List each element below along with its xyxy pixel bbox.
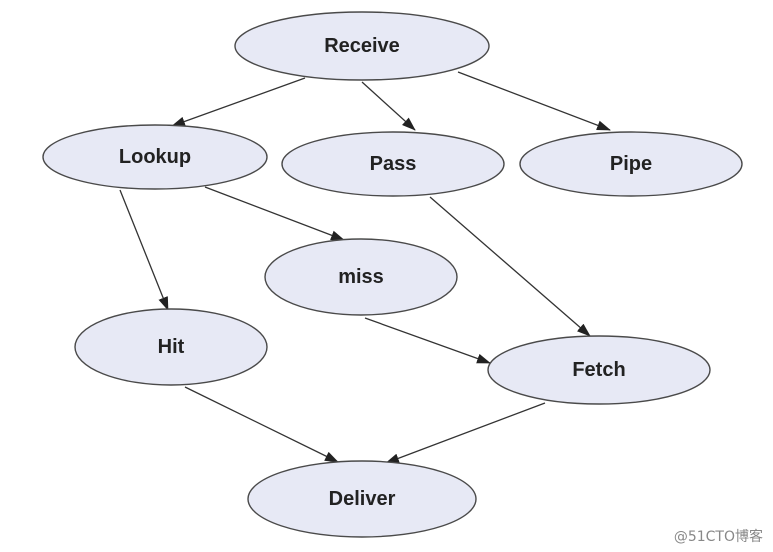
- edge-receive-pass: [361, 81, 416, 131]
- node-receive: Receive: [234, 11, 490, 81]
- node-pass: Pass: [281, 131, 505, 197]
- node-hit-label: Hit: [158, 336, 185, 358]
- node-lookup-label: Lookup: [119, 146, 191, 168]
- edge-pass-fetch: [429, 196, 591, 337]
- node-deliver-label: Deliver: [329, 488, 396, 510]
- node-hit: Hit: [74, 308, 268, 386]
- node-lookup: Lookup: [42, 124, 268, 190]
- node-pipe-label: Pipe: [610, 153, 652, 175]
- node-miss-label: miss: [338, 266, 384, 288]
- edge-miss-fetch: [364, 317, 491, 364]
- node-deliver: Deliver: [247, 460, 477, 538]
- edge-hit-deliver: [184, 386, 339, 463]
- watermark: @51CTO博客: [673, 529, 763, 545]
- edge-receive-lookup: [171, 77, 306, 127]
- node-pass-label: Pass: [370, 153, 417, 175]
- node-fetch-label: Fetch: [572, 359, 625, 381]
- node-receive-label: Receive: [324, 35, 400, 57]
- node-fetch: Fetch: [487, 335, 711, 405]
- node-miss: miss: [264, 238, 458, 316]
- edge-receive-pipe: [457, 71, 611, 131]
- edge-lookup-hit: [119, 189, 169, 311]
- edge-fetch-deliver: [385, 402, 546, 464]
- edge-lookup-miss: [204, 186, 345, 241]
- node-pipe: Pipe: [519, 131, 743, 197]
